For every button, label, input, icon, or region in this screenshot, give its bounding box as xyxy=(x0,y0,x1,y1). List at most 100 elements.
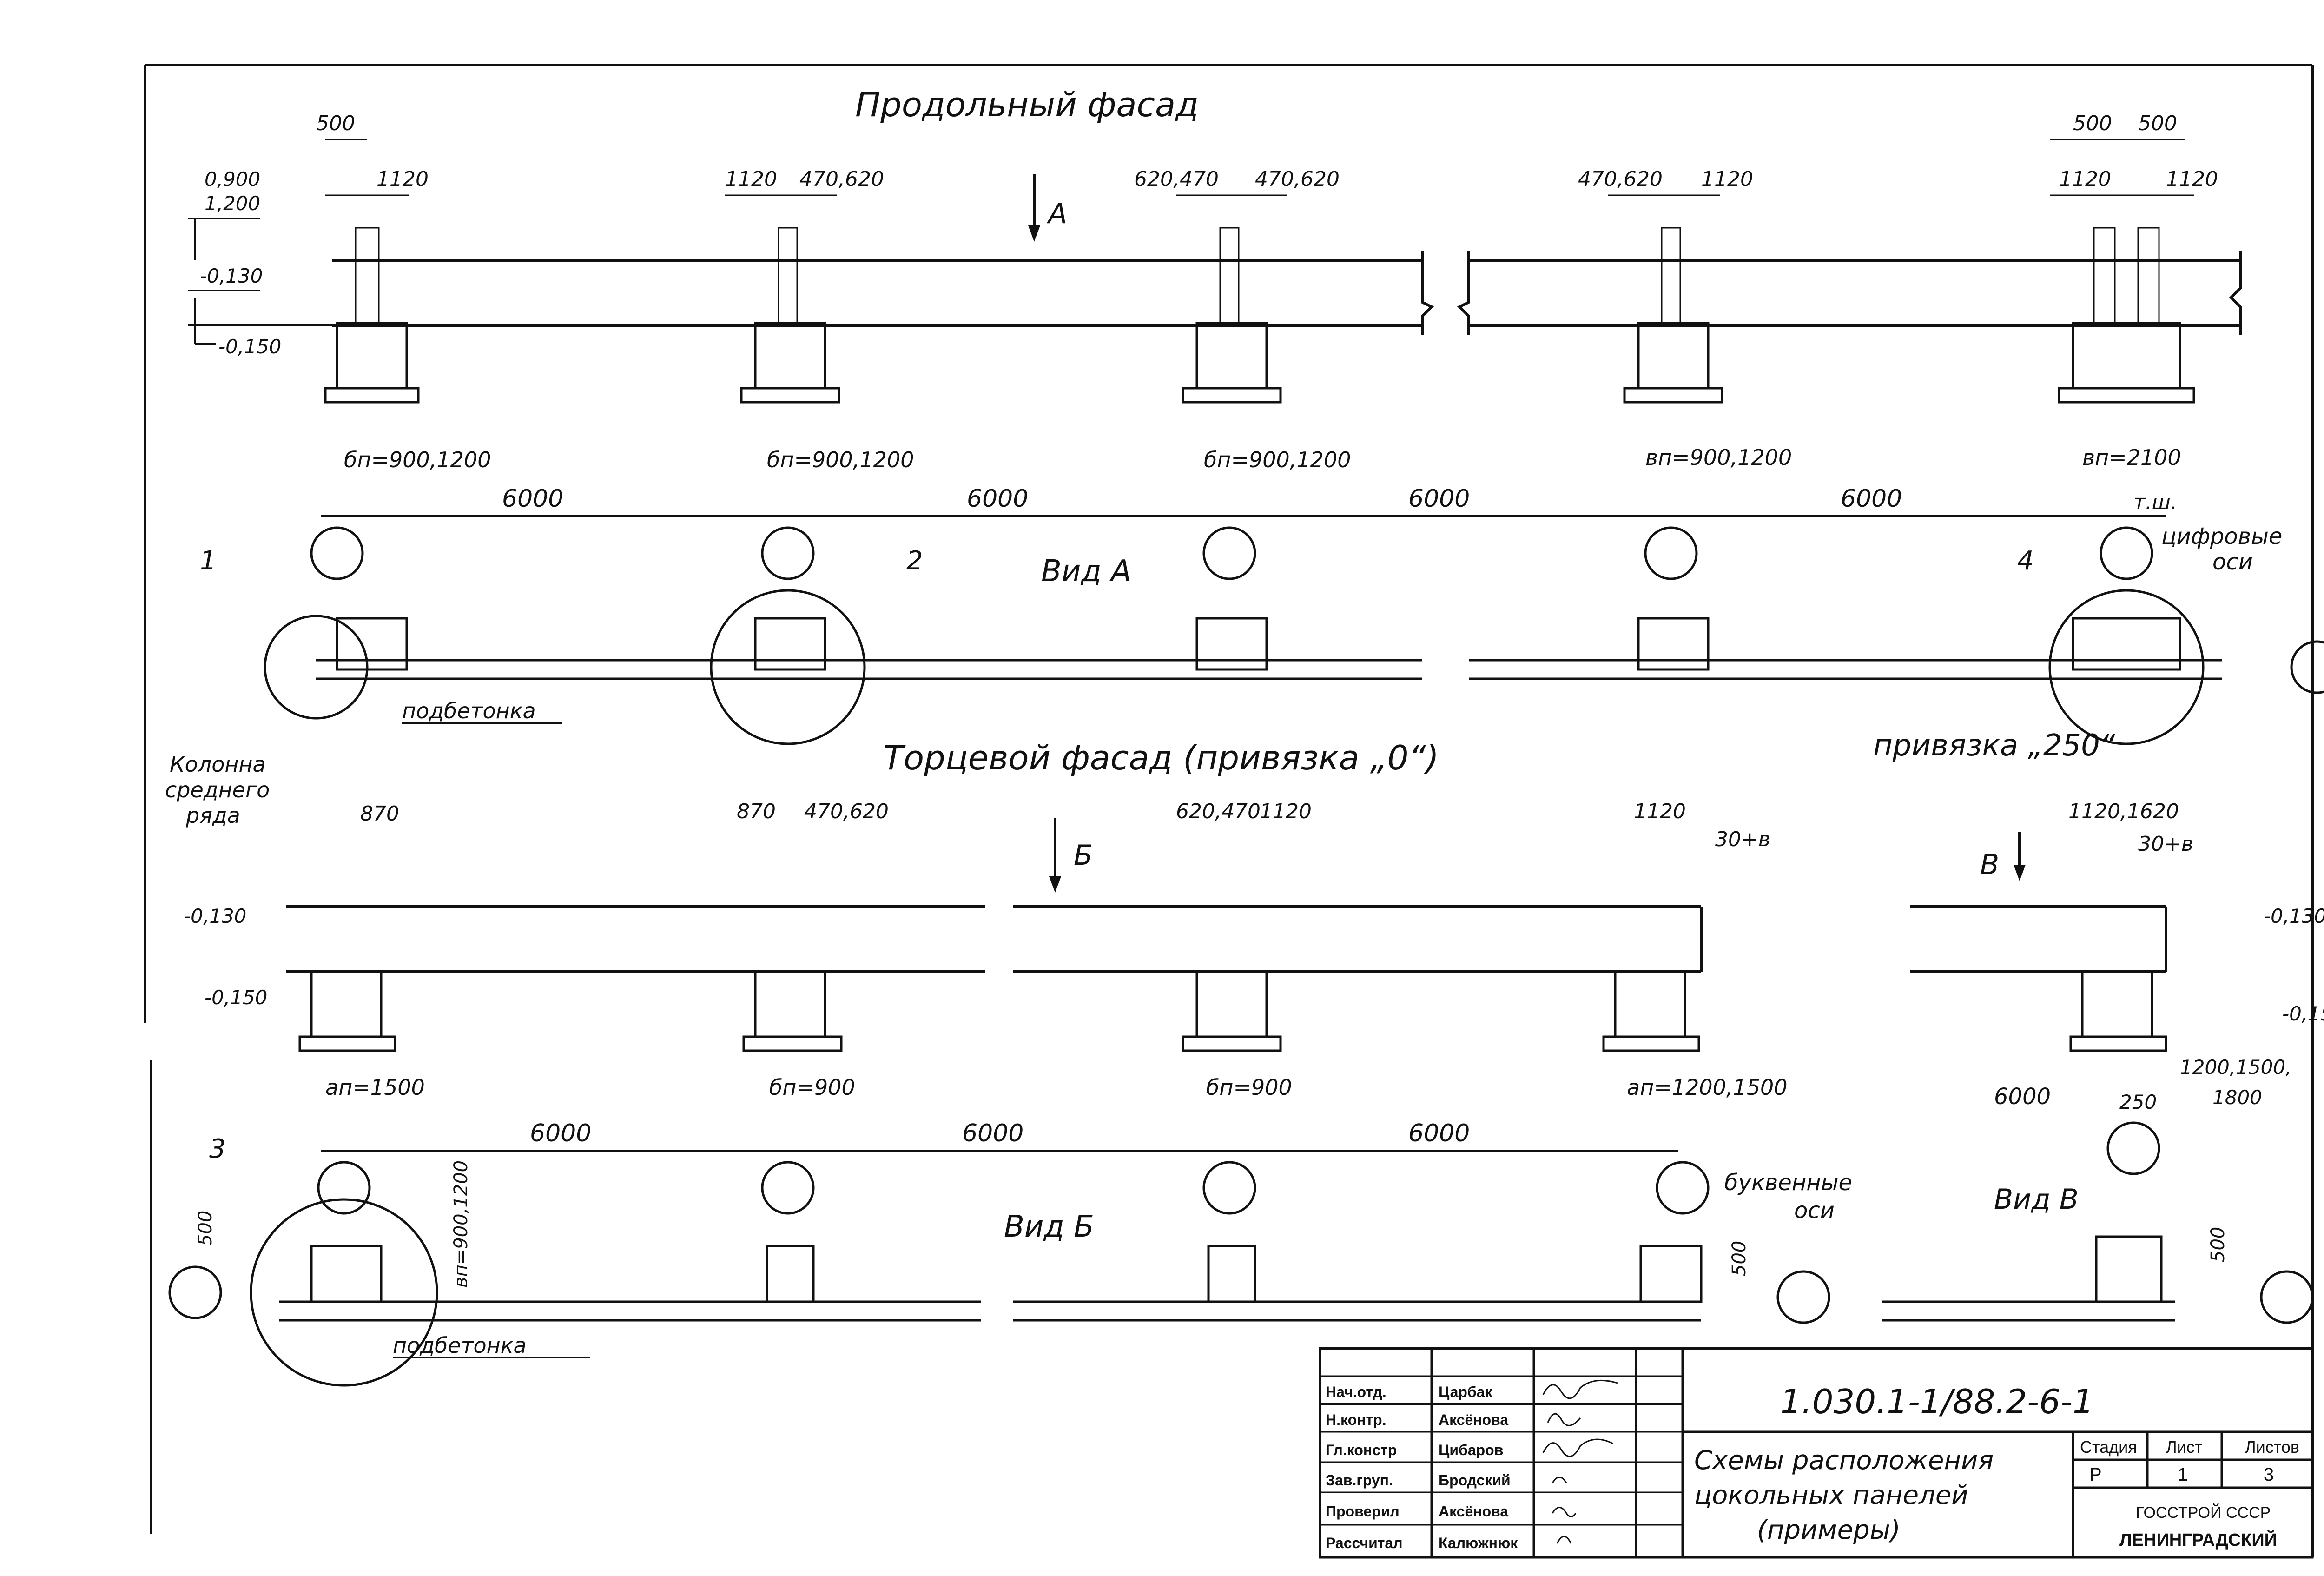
svg-text:6000: 6000 xyxy=(962,1119,1023,1147)
end-foundations xyxy=(298,970,2167,1052)
svg-text:Гл.констр: Гл.констр xyxy=(1326,1442,1397,1458)
svg-text:1120: 1120 xyxy=(2059,167,2111,191)
note-letter-axes-2: оси xyxy=(1794,1198,1835,1224)
svg-text:250: 250 xyxy=(2119,1091,2157,1113)
org-line-2: ЛЕНИНГРАДСКИЙ xyxy=(2119,1529,2277,1550)
view-b-dims: 500 вп=900,1200 500 500 xyxy=(195,1160,2229,1288)
svg-text:620,470: 620,470 xyxy=(1176,800,1261,823)
view-arrow-b xyxy=(1049,818,1061,893)
svg-text:Бродский: Бродский xyxy=(1439,1472,1511,1489)
svg-text:Калюжнюк: Калюжнюк xyxy=(1439,1535,1518,1551)
sheet-value: 1 xyxy=(2178,1464,2188,1485)
svg-text:1200,1500,: 1200,1500, xyxy=(2180,1056,2291,1079)
svg-text:500: 500 xyxy=(2138,112,2177,135)
svg-text:500: 500 xyxy=(1729,1241,1750,1276)
long-top-dims: 500 1120 1120 470,620 620,470 470,620 47… xyxy=(316,112,2218,196)
stage-value: Р xyxy=(2089,1464,2102,1485)
svg-text:470,620: 470,620 xyxy=(804,800,889,823)
svg-text:1120: 1120 xyxy=(1260,800,1312,823)
drawing-code: 1.030.1-1/88.2-6-1 xyxy=(1780,1382,2094,1421)
arrow-label-b: Б xyxy=(1074,839,1093,872)
letter-axis-bubbles xyxy=(168,1121,2314,1324)
note-column-2: среднего xyxy=(165,777,270,802)
col-sheets: Листов xyxy=(2245,1437,2299,1457)
note-letter-axes-1: буквенные xyxy=(1724,1170,1852,1196)
svg-text:вп=900,1200: вп=900,1200 xyxy=(1645,445,1792,470)
note-concrete-fill-2: подбетонка xyxy=(393,1333,527,1358)
title-block-frame xyxy=(1319,1347,2314,1559)
svg-text:870: 870 xyxy=(360,802,399,826)
long-column-stubs xyxy=(355,227,2160,326)
svg-text:бп=900,1200: бп=900,1200 xyxy=(1204,447,1351,472)
svg-text:500: 500 xyxy=(2207,1227,2229,1262)
end-panel-widths: ап=1500 бп=900 бп=900 ап=1200,1500 xyxy=(325,1075,1788,1100)
svg-text:6000: 6000 xyxy=(530,1119,591,1147)
callout-1: 1 xyxy=(200,546,217,576)
svg-text:6000: 6000 xyxy=(1841,485,1902,513)
view-b-plan xyxy=(250,1198,2175,1387)
svg-text:-0,150: -0,150 xyxy=(2282,1002,2324,1025)
note-column-3: ряда xyxy=(185,803,240,828)
svg-text:6000: 6000 xyxy=(967,485,1028,513)
svg-text:-0,130: -0,130 xyxy=(2264,905,2324,927)
svg-text:бп=900: бп=900 xyxy=(1206,1075,1292,1100)
svg-text:Аксёнова: Аксёнова xyxy=(1439,1503,1508,1520)
long-spans: 6000 6000 6000 6000 xyxy=(321,485,2166,517)
svg-text:1120,1620: 1120,1620 xyxy=(2068,800,2179,823)
svg-text:Цибаров: Цибаров xyxy=(1439,1442,1503,1458)
svg-text:470,620: 470,620 xyxy=(1578,167,1663,191)
svg-text:620,470: 620,470 xyxy=(1134,167,1219,191)
svg-text:1,200: 1,200 xyxy=(205,192,260,215)
drawing-title-3: (примеры) xyxy=(1757,1515,1901,1545)
heading-binding-250: привязка „250“ xyxy=(1873,728,2116,763)
org-line-1: ГОССТРОЙ СССР xyxy=(2136,1504,2271,1522)
svg-text:500: 500 xyxy=(316,112,355,135)
svg-text:1120: 1120 xyxy=(1701,167,1753,191)
heading-view-a: Вид А xyxy=(1041,554,1131,589)
end-spans: 6000 6000 6000 6000 250 1200,1500, 1800 xyxy=(321,1056,2291,1152)
arrow-label-a: А xyxy=(1046,198,1067,230)
note-concrete-fill-1: подбетонка xyxy=(402,698,536,723)
svg-text:6000: 6000 xyxy=(1994,1084,2051,1110)
svg-text:30+в: 30+в xyxy=(2138,832,2193,856)
note-numeric-axes-1: цифровые xyxy=(2161,523,2282,550)
col-sheet: Лист xyxy=(2166,1437,2202,1457)
svg-text:1120: 1120 xyxy=(1634,800,1686,823)
svg-text:вп=2100: вп=2100 xyxy=(2082,445,2181,470)
view-arrow-a xyxy=(1028,174,1040,242)
end-slab xyxy=(286,905,2167,973)
svg-text:Аксёнова: Аксёнова xyxy=(1439,1411,1508,1428)
svg-text:ап=1200,1500: ап=1200,1500 xyxy=(1627,1075,1788,1100)
end-level-marks: -0,130 -0,150 -0,130 -0,150 xyxy=(184,905,2324,1025)
callout-4: 4 xyxy=(2017,546,2034,576)
svg-text:-0,130: -0,130 xyxy=(200,265,263,287)
view-arrow-v xyxy=(2014,832,2026,881)
arrow-label-v: В xyxy=(1980,848,1999,881)
drawing-title-2: цокольных панелей xyxy=(1694,1480,1968,1510)
end-top-dims: 870 870 470,620 620,470 1120 1120 30+в 1… xyxy=(360,800,2193,856)
svg-text:Проверил: Проверил xyxy=(1326,1503,1400,1520)
svg-text:500: 500 xyxy=(2073,112,2112,135)
title-block-signatures xyxy=(1542,1379,1618,1544)
title-block-roles: Нач.отд. Н.контр. Гл.констр Зав.груп. Пр… xyxy=(1326,1384,1403,1551)
svg-text:6000: 6000 xyxy=(1408,1119,1470,1147)
note-numeric-axes-2: оси xyxy=(2212,549,2253,575)
svg-text:ап=1500: ап=1500 xyxy=(325,1075,425,1100)
svg-text:6000: 6000 xyxy=(1408,485,1470,513)
svg-text:470,620: 470,620 xyxy=(799,167,884,191)
svg-text:1120: 1120 xyxy=(376,167,429,191)
heading-view-v: Вид В xyxy=(1994,1183,2079,1216)
drawing-title-1: Схемы расположения xyxy=(1694,1445,1994,1476)
title-block-names: Царбак Аксёнова Цибаров Бродский Аксёнов… xyxy=(1439,1384,1518,1551)
svg-text:6000: 6000 xyxy=(502,485,563,513)
long-panel-widths: бп=900,1200 бп=900,1200 бп=900,1200 вп=9… xyxy=(344,445,2181,472)
svg-text:500: 500 xyxy=(195,1211,216,1246)
heading-longitudinal: Продольный фасад xyxy=(855,85,1199,124)
note-column-1: Колонна xyxy=(170,752,266,777)
svg-text:1120: 1120 xyxy=(2166,167,2218,191)
svg-text:бп=900: бп=900 xyxy=(769,1075,855,1100)
sheets-value: 3 xyxy=(2264,1464,2274,1485)
numeric-axis-bubbles xyxy=(310,526,2324,694)
svg-text:30+в: 30+в xyxy=(1715,828,1770,851)
svg-text:470,620: 470,620 xyxy=(1255,167,1340,191)
